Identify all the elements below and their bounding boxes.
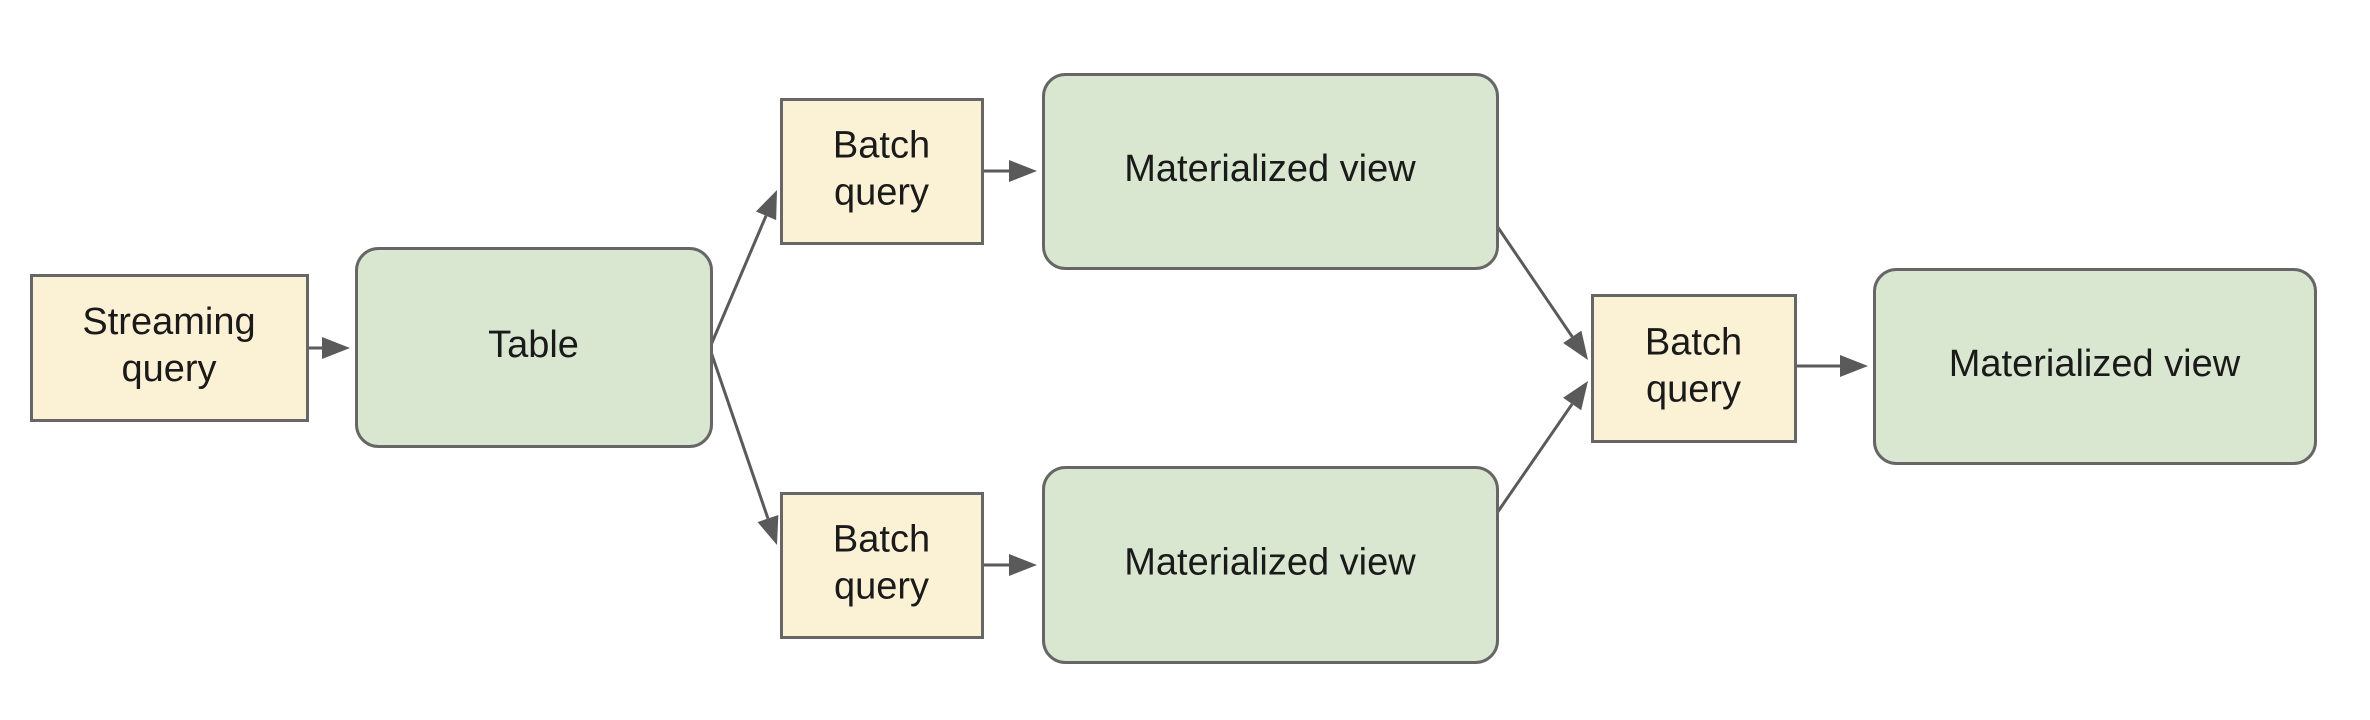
arrowhead-icon [1563,330,1588,360]
node-shape-streaming-query[interactable] [30,274,309,422]
arrowhead-icon [755,190,777,221]
node-materialized-view-final[interactable]: Materialized view [1873,268,2317,465]
node-label-streaming-query: Streaming query [82,301,255,390]
node-label-table: Table [488,324,579,366]
node-label-materialized-view-bottom: Materialized view [1124,542,1416,584]
edge-table-to-batch-query-bottom [709,351,779,545]
node-shape-materialized-view-top[interactable] [1042,73,1499,270]
edge-layer [307,160,1868,576]
node-shape-batch-query-merge[interactable] [1591,294,1797,443]
node-label-line: Batch [1645,322,1742,364]
node-label-line: Batch [833,125,930,167]
edge-shaft [709,351,770,519]
node-batch-query-merge[interactable]: Batch query [1591,294,1797,443]
edge-materialized-view-top-to-batch-query-merge [1495,225,1588,360]
arrowhead-icon [1009,554,1037,576]
edge-materialized-view-bottom-to-batch-query-merge [1495,381,1588,514]
node-label-batch-query-merge: Batch query [1645,322,1742,411]
edge-table-to-batch-query-top [709,190,777,346]
edge-shaft [1495,403,1574,514]
node-shape-table[interactable] [355,247,713,448]
node-batch-query-bottom[interactable]: Batch query [780,492,984,639]
arrowhead-icon [757,514,779,545]
node-label-line: Streaming [82,301,255,343]
arrowhead-icon [1563,381,1588,411]
node-label-materialized-view-final: Materialized view [1949,343,2241,385]
node-shape-batch-query-bottom[interactable] [780,492,984,639]
node-label-batch-query-top: Batch query [833,125,930,214]
node-label-materialized-view-top: Materialized view [1124,148,1416,190]
node-label-line: query [1646,369,1741,411]
node-shape-materialized-view-final[interactable] [1873,268,2317,465]
edge-batch-query-merge-to-materialized-view-final [1795,355,1868,377]
edge-batch-query-top-to-materialized-view-top [982,160,1037,182]
edge-batch-query-bottom-to-materialized-view-bottom [982,554,1037,576]
arrowhead-icon [1840,355,1868,377]
node-label-line: Batch [833,519,930,561]
node-label-line: query [834,566,929,608]
edge-shaft [709,215,768,346]
node-label-line: Materialized view [1124,542,1416,584]
node-label-line: Materialized view [1124,148,1416,190]
node-batch-query-top[interactable]: Batch query [780,98,984,245]
node-label-line: Materialized view [1949,343,2241,385]
node-materialized-view-bottom[interactable]: Materialized view [1042,466,1499,664]
node-materialized-view-top[interactable]: Materialized view [1042,73,1499,270]
edge-streaming-query-to-table [307,337,350,359]
node-label-line: query [121,348,216,390]
arrowhead-icon [322,337,350,359]
node-shape-materialized-view-bottom[interactable] [1042,466,1499,664]
edge-shaft [1495,225,1574,338]
node-label-line: query [834,172,929,214]
node-label-line: Table [488,324,579,366]
node-label-batch-query-bottom: Batch query [833,519,930,608]
node-table[interactable]: Table [355,247,713,448]
arrowhead-icon [1009,160,1037,182]
node-streaming-query[interactable]: Streaming query [30,274,309,422]
node-shape-batch-query-top[interactable] [780,98,984,245]
